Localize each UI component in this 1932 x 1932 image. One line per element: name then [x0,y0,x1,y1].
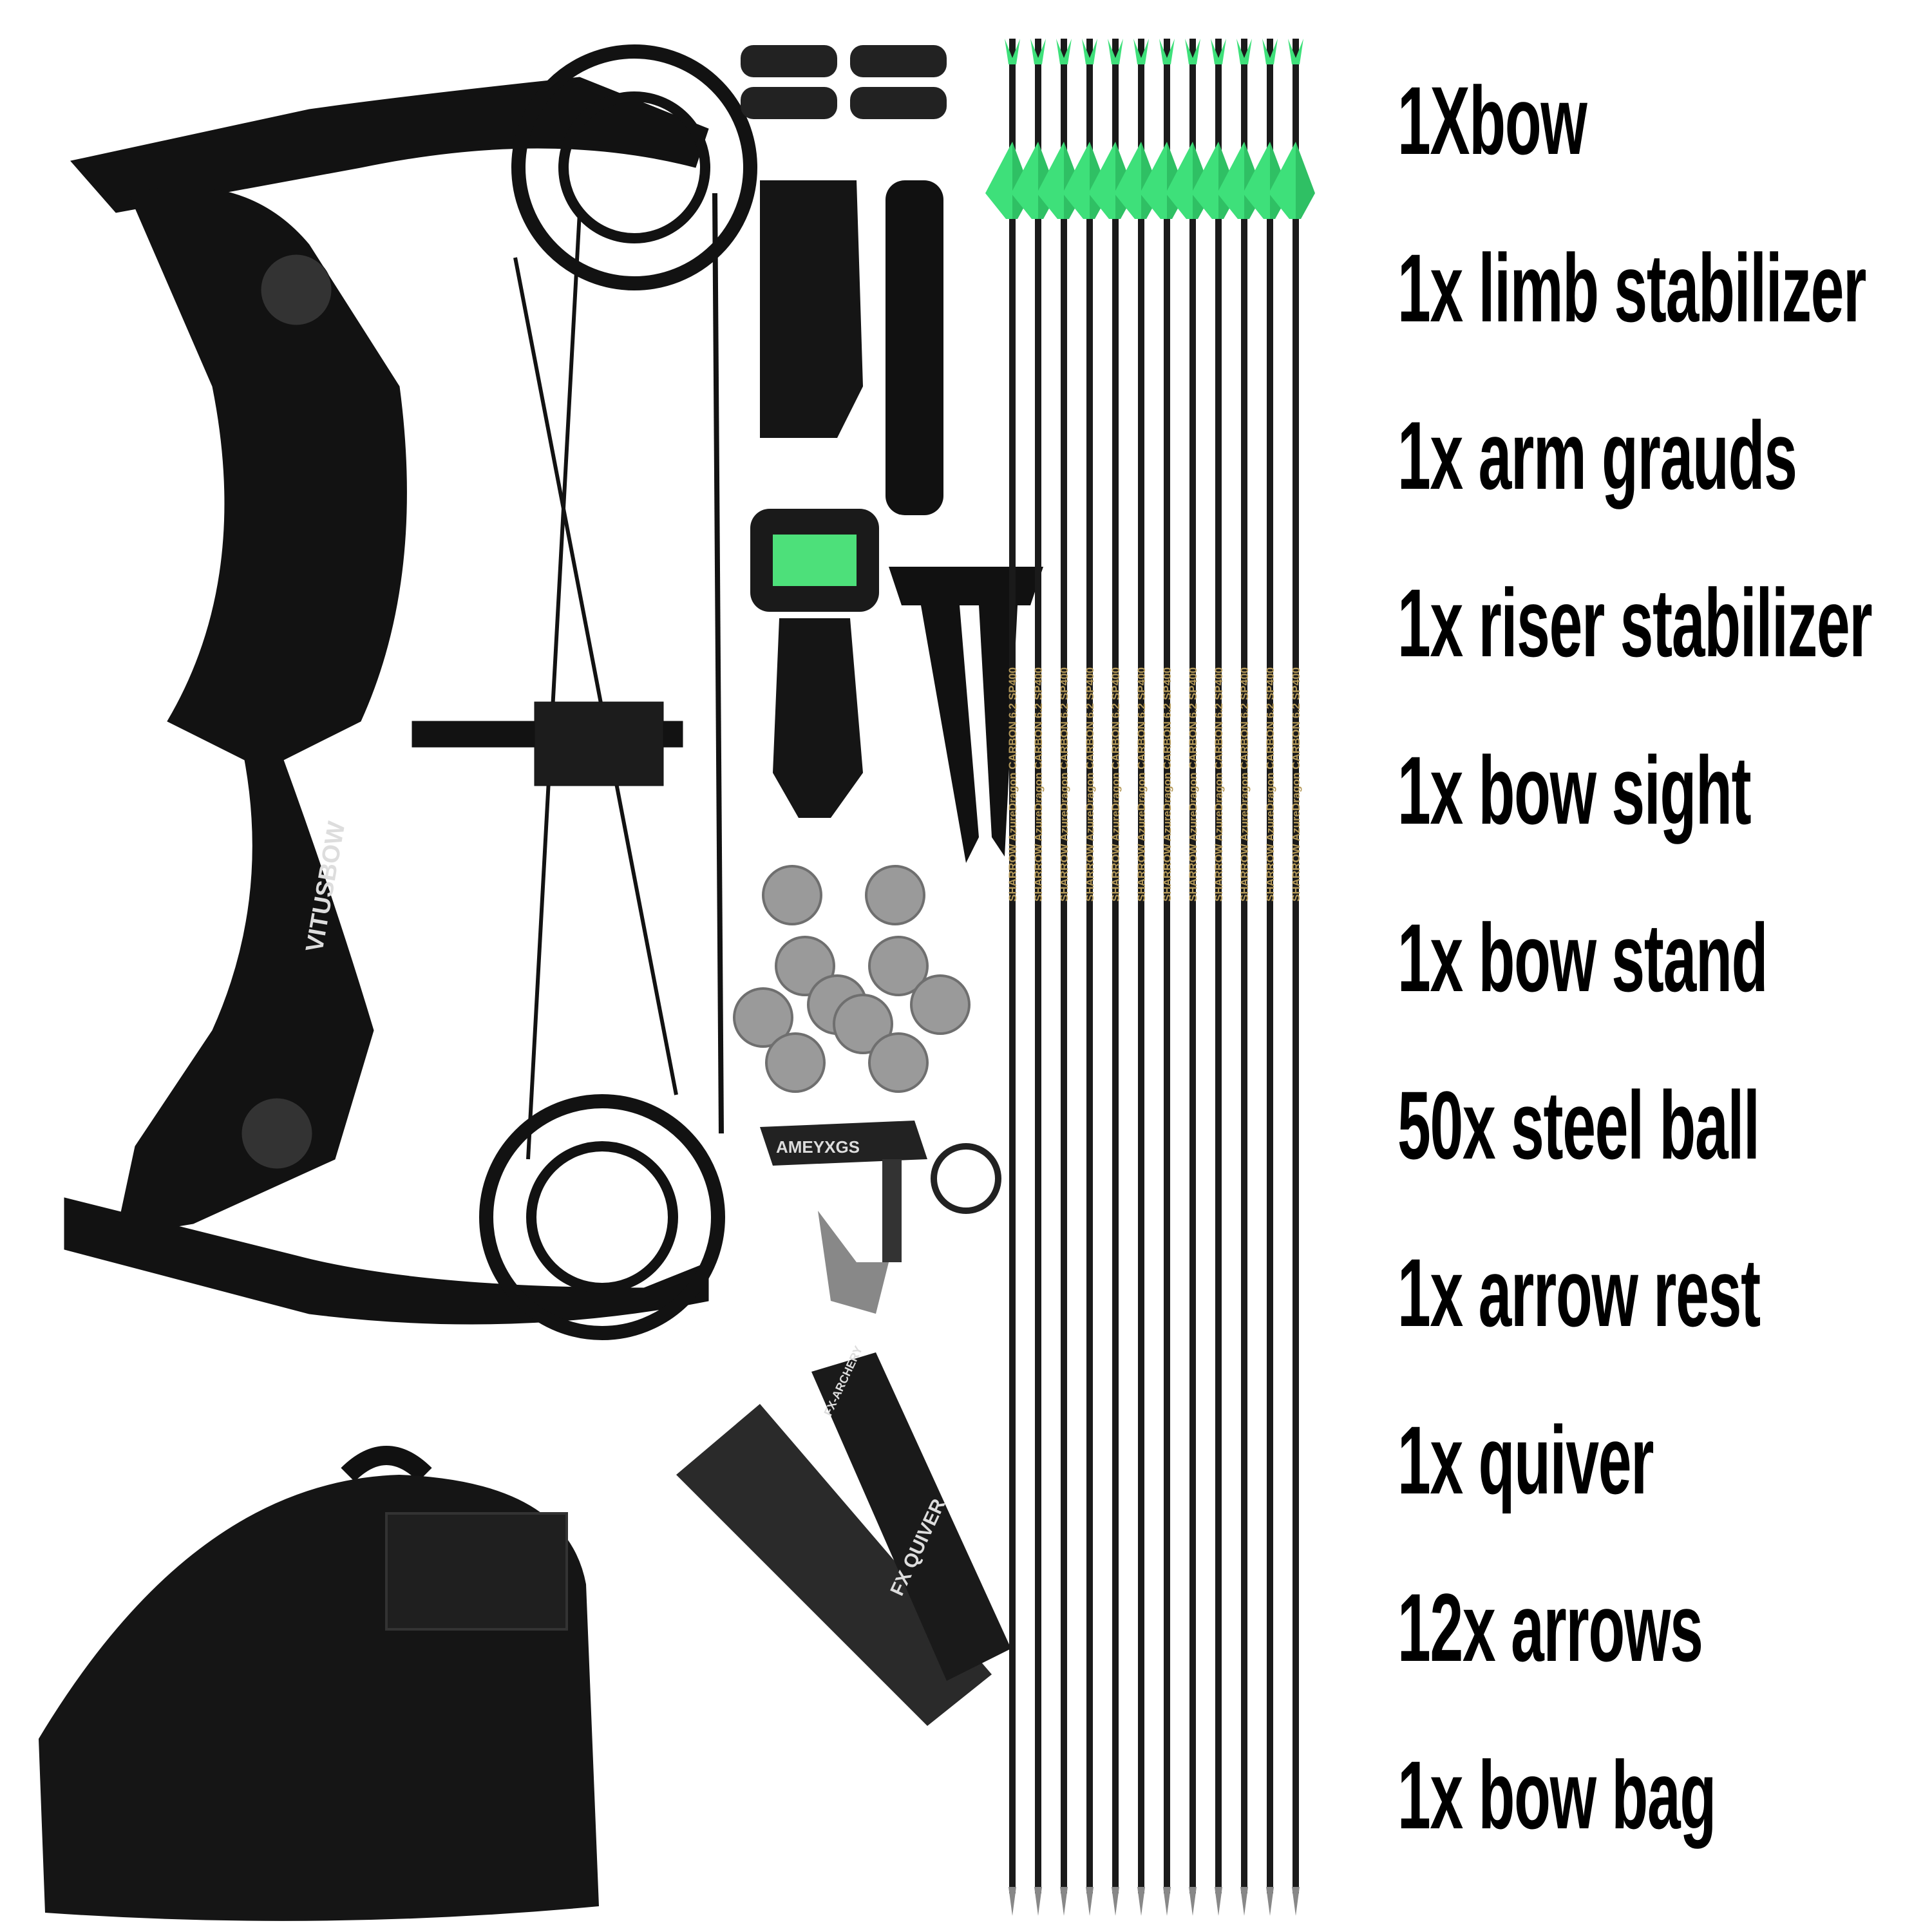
arrow-label: SHARROW AzureDragon CARBON 6.2 SP400 [1161,667,1173,902]
bow-string [712,193,724,1134]
arrow: SHARROW AzureDragon CARBON 6.2 SP400 [1037,39,1083,1916]
arrows: SHARROW AzureDragon CARBON 6.2 SP400 SHA… [985,39,1315,1916]
bow-upper-limb [70,77,709,213]
contents-list-item: 1x riser stabilizer [1397,569,1873,677]
arrow-label: SHARROW AzureDragon CARBON 6.2 SP400 [1238,667,1251,902]
steel-balls [733,865,971,1093]
cable-a [526,212,582,1160]
bow-stand [889,567,1043,863]
arrow-label: SHARROW AzureDragon CARBON 6.2 SP400 [1110,667,1122,902]
arrow: SHARROW AzureDragon CARBON 6.2 SP400 [1114,39,1160,1916]
contents-list-item: 1x bow bag [1397,1741,1716,1849]
contents-list-item: 1x limb stabilizer [1397,234,1866,342]
arrow: SHARROW AzureDragon CARBON 6.2 SP400 [1140,39,1186,1916]
arrow: SHARROW AzureDragon CARBON 6.2 SP400 [1243,39,1289,1916]
contents-list-item: 1x bow stand [1397,904,1768,1012]
arrow-label: SHARROW AzureDragon CARBON 6.2 SP400 [1084,667,1096,902]
arrow-label: SHARROW AzureDragon CARBON 6.2 SP400 [1213,667,1225,902]
arrow-label: SHARROW AzureDragon CARBON 6.2 SP400 [1187,667,1199,902]
limb-pocket-upper [260,254,332,326]
arrow: SHARROW AzureDragon CARBON 6.2 SP400 [1088,39,1135,1916]
contents-list-item: 1x arrow rest [1397,1238,1761,1347]
bow-sight [750,509,879,818]
contents-list-item: 50x steel ball [1397,1071,1760,1179]
arrow-rest: AMEYXGS [760,1121,1001,1314]
arrow: SHARROW AzureDragon CARBON 6.2 SP400 [1217,39,1264,1916]
arrow: SHARROW AzureDragon CARBON 6.2 SP400 [1063,39,1109,1916]
arrow-label: SHARROW AzureDragon CARBON 6.2 SP400 [1264,667,1276,902]
arrow-label: SHARROW AzureDragon CARBON 6.2 SP400 [1135,667,1148,902]
arrow: SHARROW AzureDragon CARBON 6.2 SP400 [1269,39,1315,1916]
contents-list-item: 1x arm grauds [1397,401,1797,509]
riser-stabilizer [886,180,943,515]
lower-cam [479,1094,725,1340]
contents-list-item: 1x quiver [1397,1406,1654,1514]
compound-bow: VITUSBOW [64,44,757,1340]
bow-bag [39,1446,599,1921]
limb-stabilizer [741,45,947,119]
contents-list-item: 1Xbow [1397,66,1587,175]
cable-b [513,257,678,1095]
arrow: SHARROW AzureDragon CARBON 6.2 SP400 [1166,39,1212,1916]
arrow-label: SHARROW AzureDragon CARBON 6.2 SP400 [1058,667,1070,902]
svg-text:AMEYXGS: AMEYXGS [776,1137,860,1157]
bow-riser [115,186,407,1237]
contents-list-item: 1x bow sight [1397,736,1752,844]
quiver: FX QUIVER FX-ARCHERY [676,1344,1011,1726]
arm-guard [760,180,863,438]
contents-list-item: 12x arrows [1397,1573,1703,1681]
arrow-label: SHARROW AzureDragon CARBON 6.2 SP400 [1007,667,1019,902]
arrow-label: SHARROW AzureDragon CARBON 6.2 SP400 [1290,667,1302,902]
arrow: SHARROW AzureDragon CARBON 6.2 SP400 [1011,39,1057,1916]
arrow: SHARROW AzureDragon CARBON 6.2 SP400 [1191,39,1238,1916]
bow-lower-limb [64,1197,709,1325]
limb-pocket-lower [241,1097,313,1170]
arrow-label: SHARROW AzureDragon CARBON 6.2 SP400 [1032,667,1045,902]
upper-cam [511,44,757,290]
